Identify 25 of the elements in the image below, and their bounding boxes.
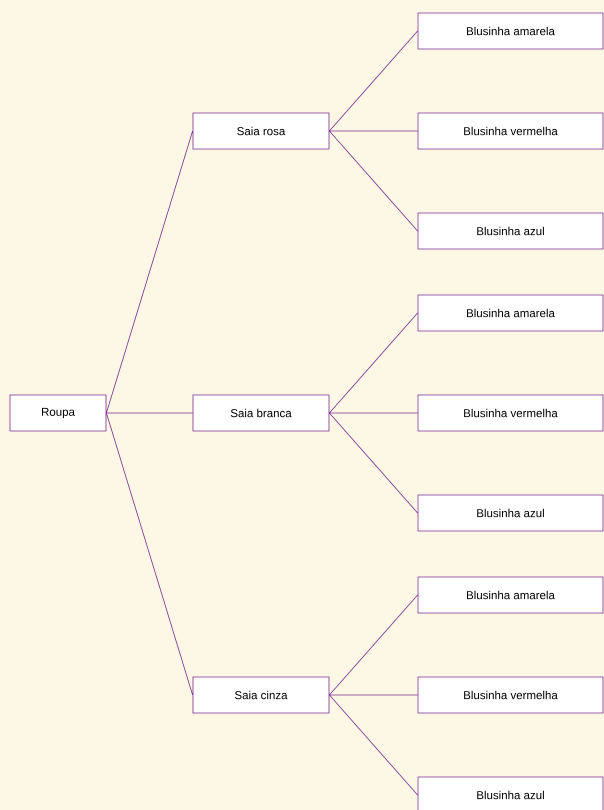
connector-line [106,412,193,696]
connector-line [329,130,418,132]
text-box: Blusinha vermelha [418,676,604,714]
connector-line [329,594,418,696]
connector-line [329,312,418,414]
text-box: Blusinha amarela [418,12,604,50]
text-box: Blusinha azul [418,776,604,810]
text-box: Blusinha amarela [418,576,604,614]
text-box: Saia branca [192,394,330,432]
connector-line [329,130,418,232]
connector-line [329,694,418,796]
connector-line [329,30,418,132]
text-box: Blusinha amarela [418,294,604,332]
connector-line [329,412,418,414]
text-box: Roupa [10,394,106,432]
connector-line [329,412,418,514]
text-box: Blusinha azul [418,212,604,250]
text-box: Blusinha vermelha [418,394,604,432]
text-box: Blusinha azul [418,494,604,532]
connector-line [329,694,418,696]
connector-line [106,412,193,414]
text-box: Blusinha vermelha [418,112,604,150]
connector-line [106,130,193,414]
text-box: Saia cinza [192,676,330,714]
text-box: Saia rosa [192,112,330,150]
